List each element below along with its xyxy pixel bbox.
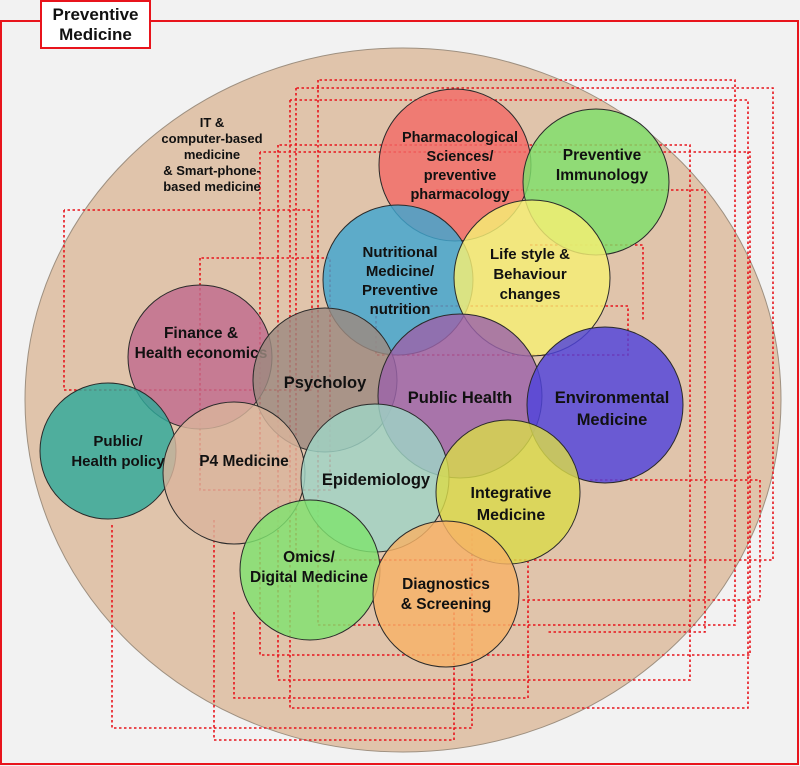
circle-label-publichealth: Public Health [408, 389, 513, 407]
note-line: based medicine [163, 179, 261, 194]
circle-diagnostics: Diagnostics & Screening [372, 520, 520, 668]
circle-label-line: Health policy [71, 453, 165, 470]
circle-label-line: nutrition [370, 301, 431, 318]
circle-label-epidemiology: Epidemiology [322, 471, 431, 489]
circle-label-line: Preventive [563, 147, 642, 164]
connector-line [63, 209, 313, 391]
circle-label-line: preventive [424, 168, 497, 184]
circle-label-line: Immunology [556, 167, 649, 184]
circle-shape-diagnostics [372, 520, 520, 668]
circle-label-omics: Omics/Digital Medicine [250, 549, 368, 586]
circle-finance: Finance & Health economics [127, 284, 273, 430]
frame-title: Preventive Medicine [40, 0, 151, 49]
circle-label-line: Medicine/ [366, 263, 435, 280]
note-line: medicine [184, 147, 240, 162]
circle-label-line: Public Health [408, 389, 513, 407]
circle-omics: Omics/Digital Medicine [239, 499, 381, 641]
circle-label-line: Pharmacological [402, 130, 518, 146]
circle-label-line: pharmacology [410, 187, 509, 203]
circle-shape-policy [39, 382, 177, 520]
circle-lifestyle: Life style & Behaviour changes [453, 199, 611, 357]
circle-label-diagnostics: Diagnostics & Screening [401, 576, 491, 613]
connector-line [317, 79, 736, 626]
circle-label-line: Medicine [577, 411, 648, 429]
connector-line [295, 87, 774, 561]
circle-label-policy: Public/Health policy [71, 433, 165, 470]
preventive-medicine-frame [0, 20, 799, 765]
circle-label-line: Epidemiology [322, 471, 431, 489]
frame-title-line1: Preventive [52, 4, 139, 24]
circle-label-line: Life style & [490, 246, 570, 263]
circle-p4: P4 Medicine [162, 401, 306, 545]
circle-shape-environmental [526, 326, 684, 484]
circle-label-line: Sciences/ [427, 149, 494, 165]
note-line: IT & [200, 115, 225, 130]
circle-label-line: Behaviour [493, 266, 567, 283]
circle-label-line: Environmental [555, 389, 670, 407]
note-line: computer-based [161, 131, 262, 146]
circle-label-line: Health economics [135, 345, 268, 362]
connector-line [520, 479, 761, 601]
circle-label-line: Preventive [362, 282, 438, 299]
circle-label-finance: Finance & Health economics [135, 325, 268, 362]
circle-label-line: Finance & [164, 325, 238, 342]
circle-label-psychology: Psycholoy [284, 374, 367, 392]
circle-label-line: Nutritional [363, 244, 438, 261]
connector-line [213, 520, 455, 741]
circle-label-line: changes [500, 286, 561, 303]
circle-label-line: Psycholoy [284, 374, 367, 392]
circle-label-line: Medicine [477, 507, 546, 524]
circle-policy: Public/Health policy [39, 382, 177, 520]
circle-label-line: Digital Medicine [250, 569, 368, 586]
circle-label-line: & Screening [401, 596, 491, 613]
connector-line [436, 189, 706, 633]
circle-label-lifestyle: Life style & Behaviour changes [490, 246, 570, 303]
frame-title-line2: Medicine [59, 24, 132, 44]
circle-label-line: P4 Medicine [199, 453, 289, 470]
circle-label-line: Public/ [93, 433, 143, 450]
circle-label-line: Integrative [471, 485, 552, 502]
circle-label-line: Diagnostics [402, 576, 490, 593]
note-line: & Smart-phone- [163, 163, 261, 178]
connector-line [111, 525, 473, 729]
circle-label-line: Omics/ [283, 549, 335, 566]
circle-label-p4: P4 Medicine [199, 453, 289, 470]
